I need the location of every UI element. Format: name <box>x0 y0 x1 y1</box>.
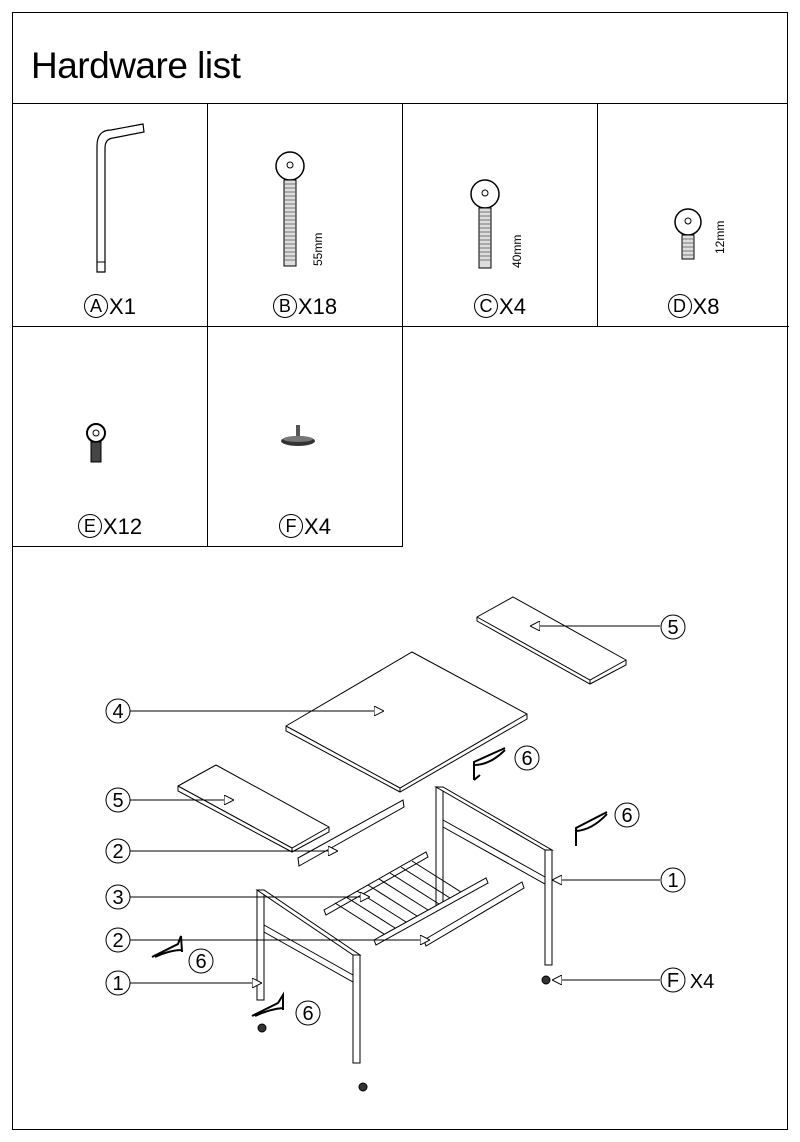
slat-shelf-3 <box>323 851 489 946</box>
leg-frame-1-left <box>255 889 362 1064</box>
part-letter: F <box>279 514 304 538</box>
bolt-icon <box>674 208 702 260</box>
callout-3: 3 <box>112 887 123 909</box>
shelf-panel-5-left <box>177 764 330 853</box>
callout-circle <box>188 948 214 974</box>
part-qty: X8 <box>692 294 720 319</box>
callout-leaders <box>130 626 660 983</box>
callout-circle <box>660 967 686 993</box>
table-top-panel-4 <box>285 651 528 793</box>
bolt-icon <box>275 151 305 267</box>
callout-5-left: 5 <box>112 790 123 812</box>
part-qty: X4 <box>499 294 526 319</box>
part-qty: X1 <box>109 294 136 319</box>
callout-2-lower: 2 <box>112 930 123 952</box>
callout-circle <box>660 614 686 640</box>
part-letter: C <box>474 294 499 318</box>
part-letter: B <box>272 294 297 318</box>
page-title: Hardware list <box>31 45 241 86</box>
callout-1-left: 1 <box>112 973 123 995</box>
callout-circle <box>660 867 686 893</box>
bolt-icon <box>470 179 500 269</box>
part-letter: E <box>77 514 102 538</box>
allen-key-icon <box>96 123 145 273</box>
part-letter: A <box>84 294 109 318</box>
callout-6: 6 <box>195 951 206 973</box>
callout-circle <box>614 802 640 828</box>
callout-5-top: 5 <box>667 617 678 639</box>
part-qty: X4 <box>304 514 331 539</box>
callout-f-qty: X4 <box>690 971 714 993</box>
callout-6: 6 <box>521 748 532 770</box>
callout-2-upper: 2 <box>112 841 123 863</box>
side-rail-2-upper <box>297 799 405 867</box>
shelf-panel-5-top <box>476 596 627 685</box>
callout-1-right: 1 <box>667 870 678 892</box>
callout-circle <box>105 927 131 953</box>
callout-circle <box>514 745 540 771</box>
callout-f-letter: F <box>667 970 679 992</box>
title-bar: Hardware list <box>13 13 787 104</box>
leveling-foot-icon <box>257 975 551 1092</box>
part-letter: D <box>667 294 692 318</box>
callout-circle <box>105 838 131 864</box>
callout-circle <box>105 787 131 813</box>
bracket-6-icon <box>151 747 608 1017</box>
callout-circle <box>105 698 131 724</box>
leg-frame-1-right <box>434 786 554 966</box>
callout-circle <box>295 1000 321 1026</box>
part-qty: X12 <box>102 514 143 539</box>
part-qty: X18 <box>297 294 338 319</box>
callout-6: 6 <box>621 805 632 827</box>
callout-4: 4 <box>112 701 123 723</box>
leveling-foot-icon <box>281 425 315 446</box>
short-bolt-icon <box>86 423 106 463</box>
callout-circle <box>105 970 131 996</box>
callout-circle <box>105 884 131 910</box>
callout-6: 6 <box>302 1003 313 1025</box>
